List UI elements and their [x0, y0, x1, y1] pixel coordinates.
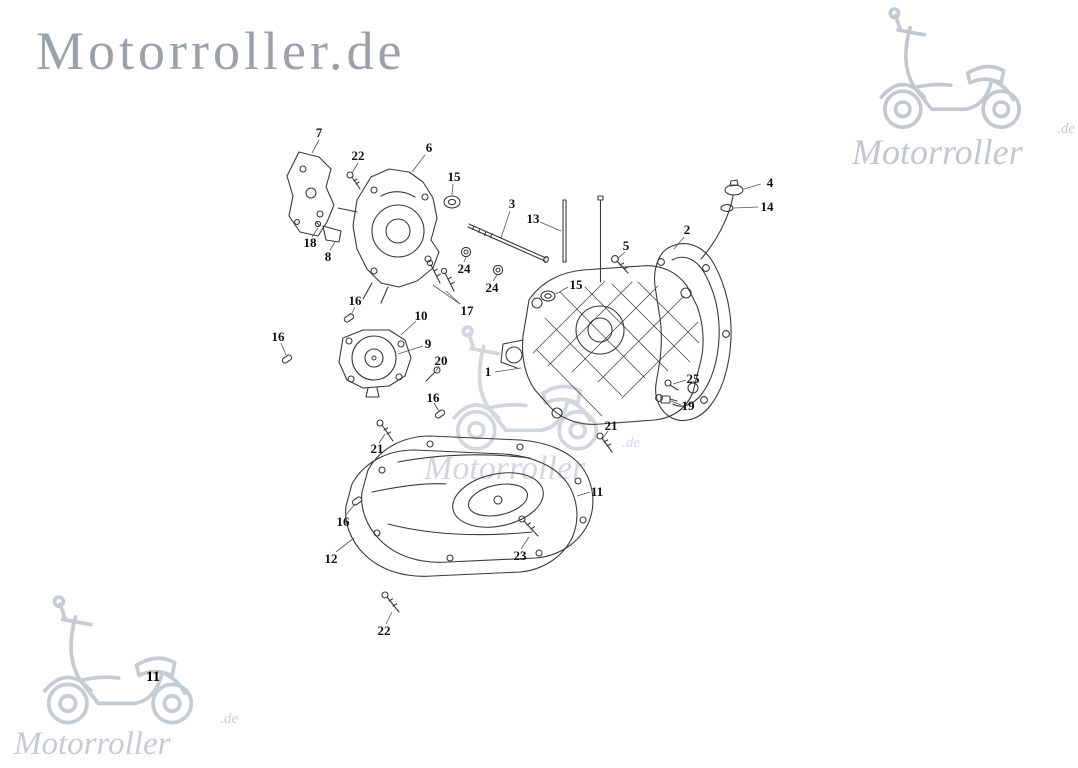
part-12-gasket — [345, 449, 578, 577]
part-6-cover-casting — [337, 168, 440, 304]
part-11-belt-cover — [361, 435, 594, 563]
page-number: 11 — [146, 669, 161, 685]
watermark-text: Motorroller .de — [852, 122, 1075, 172]
watermark-de: .de — [1057, 121, 1075, 137]
watermark-text: Motorroller .de — [14, 712, 252, 762]
brand-title: Motorroller.de — [36, 21, 406, 81]
part-25-bolt — [664, 379, 679, 391]
part-9-pump — [338, 329, 412, 398]
crankcase-ribbing — [532, 280, 700, 417]
part-23-bolt — [518, 515, 539, 537]
part-19-drain-bolt — [660, 395, 678, 404]
part-2-cover — [654, 243, 732, 422]
watermark-word: Motorroller — [852, 132, 1023, 172]
watermark-top-right: Motorroller .de — [852, 6, 1075, 172]
watermark-de: .de — [622, 435, 640, 451]
part-3-stud — [467, 223, 549, 263]
part-14-oring — [720, 204, 734, 212]
part-1-crankcase — [500, 265, 704, 425]
part-22-bolt-bottom — [381, 591, 400, 613]
part-8-bracket — [322, 225, 342, 243]
part-20-bolt — [425, 366, 441, 382]
part-22-bolt-top — [346, 171, 361, 190]
part-16-pins — [281, 313, 446, 506]
part-15-seal-lower — [540, 290, 556, 302]
part-18-screw — [314, 220, 322, 228]
part-4-oil-cap — [724, 179, 744, 196]
watermark-word: Motorroller — [424, 450, 586, 487]
part-21-bolt-right — [596, 432, 613, 453]
part-7-gasket — [286, 151, 335, 237]
leader-lines — [280, 139, 762, 625]
part-15-seal-upper — [443, 195, 461, 209]
watermark-center: Motorroller .de — [424, 324, 656, 486]
part-21-bolt-left — [376, 419, 394, 442]
part-17-studs — [426, 259, 455, 292]
part-13-rod — [562, 199, 567, 263]
watermark-bottom-left: Motorroller .de — [14, 594, 252, 761]
watermark-word: Motorroller — [14, 726, 171, 762]
dipstick-tube — [700, 195, 734, 260]
watermark-text: Motorroller .de — [424, 436, 656, 487]
part-5-bolt — [611, 255, 629, 274]
part-24-washers — [460, 246, 504, 276]
watermark-de: .de — [220, 711, 238, 727]
